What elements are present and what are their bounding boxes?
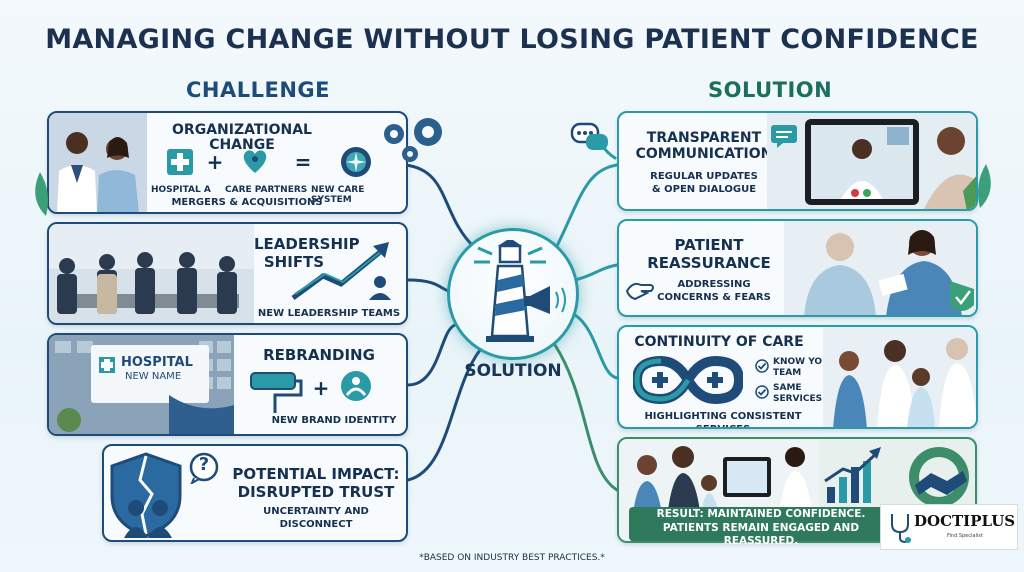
plus-sign: + bbox=[206, 150, 224, 174]
impact-subtitle-line1: UNCERTAINTY AND bbox=[263, 506, 369, 517]
stethoscope-logo-icon bbox=[891, 514, 911, 543]
card-transparent-communication: TRANSPARENT COMMUNICATION REGULAR UPDATE… bbox=[617, 111, 978, 211]
check1-line1: KNOW YOUR bbox=[773, 357, 837, 367]
leadership-title-line1: LEADERSHIP bbox=[254, 235, 360, 253]
footnote: *BASED ON INDUSTRY BEST PRACTICES.* bbox=[419, 553, 605, 563]
logo-subtext: Find Specialist bbox=[947, 533, 983, 539]
continuity-subtitle: HIGHLIGHTING CONSISTENT SERVICES bbox=[644, 411, 802, 429]
growth-chart-handshake-icon bbox=[824, 447, 969, 507]
sign-hospital-text: HOSPITAL bbox=[121, 355, 193, 370]
rebranding-plus-sign: + bbox=[312, 376, 330, 400]
transparent-title-line2: COMMUNICATION bbox=[635, 146, 773, 162]
card-patient-reassurance: PATIENT REASSURANCE ADDRESSING CONCERNS … bbox=[617, 219, 978, 317]
check-icon-2 bbox=[755, 385, 769, 399]
nurse-patient-photo bbox=[784, 221, 976, 315]
result-line2: PATIENTS REMAIN ENGAGED AND REASSURED. bbox=[662, 521, 860, 548]
check2-line2: SERVICES bbox=[773, 394, 823, 404]
check1-line2: TEAM bbox=[773, 368, 802, 378]
hub-label: SOLUTION bbox=[464, 361, 562, 381]
message-icon bbox=[771, 125, 797, 148]
tablet-video-call-photo bbox=[767, 113, 976, 209]
leaf-decoration-right bbox=[978, 164, 991, 208]
leadership-subtitle: NEW LEADERSHIP TEAMS bbox=[257, 308, 401, 319]
solution-header: SOLUTION bbox=[708, 78, 833, 102]
leadership-title-line2: SHIFTS bbox=[263, 253, 325, 271]
card-result bbox=[617, 437, 977, 543]
transparent-subtitle-line2: & OPEN DIALOGUE bbox=[651, 184, 757, 195]
challenge-header: CHALLENGE bbox=[186, 78, 331, 102]
sign-new-name-text: NEW NAME bbox=[125, 371, 182, 382]
leaf-decoration-left bbox=[35, 172, 48, 216]
broken-shield-icon bbox=[110, 452, 182, 538]
label-care-partners: CARE PARTNERS bbox=[225, 185, 308, 195]
org-change-title: ORGANIZATIONAL CHANGE bbox=[172, 122, 312, 154]
infinity-care-icon bbox=[633, 355, 743, 405]
result-text: RESULT: MAINTAINED CONFIDENCE. PATIENTS … bbox=[632, 508, 890, 549]
logo-text: DOCTIPLUS bbox=[914, 512, 1016, 530]
chat-bubbles-icon bbox=[570, 122, 608, 150]
gears-icon bbox=[384, 118, 442, 162]
result-line1: RESULT: MAINTAINED CONFIDENCE. bbox=[656, 508, 866, 520]
check2-line1: SAME bbox=[773, 383, 802, 393]
card-continuity-of-care: CONTINUITY OF CARE KNOW YOUR TEAM SAME S… bbox=[617, 325, 978, 429]
impact-title-line1: POTENTIAL IMPACT: bbox=[232, 465, 400, 483]
rebranding-subtitle: NEW BRAND IDENTITY bbox=[271, 415, 397, 426]
paint-roller-icon bbox=[250, 372, 303, 413]
org-change-subtitle: MERGERS & ACQUISITIONS bbox=[171, 197, 323, 208]
reassurance-subtitle-line2: CONCERNS & FEARS bbox=[657, 292, 771, 303]
helping-hand-icon bbox=[625, 282, 654, 301]
brand-person-icon bbox=[341, 371, 371, 401]
reassurance-title-line1: PATIENT bbox=[674, 236, 744, 254]
check-icon-1 bbox=[755, 359, 769, 373]
page-title: MANAGING CHANGE WITHOUT LOSING PATIENT C… bbox=[45, 24, 979, 55]
card-rebranding: HOSPITAL NEW NAME REBRANDING + NEW BRAND… bbox=[47, 333, 408, 436]
card-leadership-shifts: LEADERSHIP SHIFTS NEW LEADERSHIP TEAMS bbox=[47, 222, 408, 325]
leader-person-icon bbox=[369, 276, 391, 300]
reassurance-title-line2: REASSURANCE bbox=[647, 254, 771, 272]
trend-up-arrow-icon bbox=[291, 242, 389, 301]
label-hospital-a: HOSPITAL A bbox=[151, 185, 211, 195]
transparent-title-line1: TRANSPARENT bbox=[646, 130, 762, 146]
care-team-photo bbox=[823, 327, 976, 427]
question-bubble-icon bbox=[189, 452, 219, 484]
impact-subtitle-line2: DISCONNECT bbox=[279, 519, 353, 530]
reassurance-subtitle-line1: ADDRESSING bbox=[677, 279, 751, 290]
leadership-meeting-photo bbox=[49, 224, 254, 323]
doctors-photo bbox=[49, 113, 147, 212]
card-organizational-change: ORGANIZATIONAL CHANGE + = HOSPITAL A CAR… bbox=[47, 111, 408, 214]
heart-hands-icon bbox=[243, 150, 267, 173]
equals-sign: = bbox=[294, 150, 312, 174]
transparent-subtitle-line1: REGULAR UPDATES bbox=[650, 171, 758, 182]
rebranding-title: REBRANDING bbox=[263, 346, 375, 364]
impact-title-line2: DISRUPTED TRUST bbox=[237, 483, 395, 501]
care-system-icon bbox=[341, 147, 371, 177]
result-banner bbox=[629, 507, 895, 541]
card-potential-impact: ? POTENTIAL IMPACT: DISRUPTED TRUST UNCE… bbox=[102, 444, 408, 542]
lighthouse-megaphone-icon bbox=[474, 240, 566, 342]
hospital-building-photo bbox=[49, 335, 234, 434]
label-new-care-system: NEW CARE SYSTEM bbox=[311, 185, 365, 205]
question-mark: ? bbox=[198, 454, 210, 475]
continuity-title: CONTINUITY OF CARE bbox=[634, 334, 804, 350]
hospital-cross-icon bbox=[167, 149, 193, 175]
